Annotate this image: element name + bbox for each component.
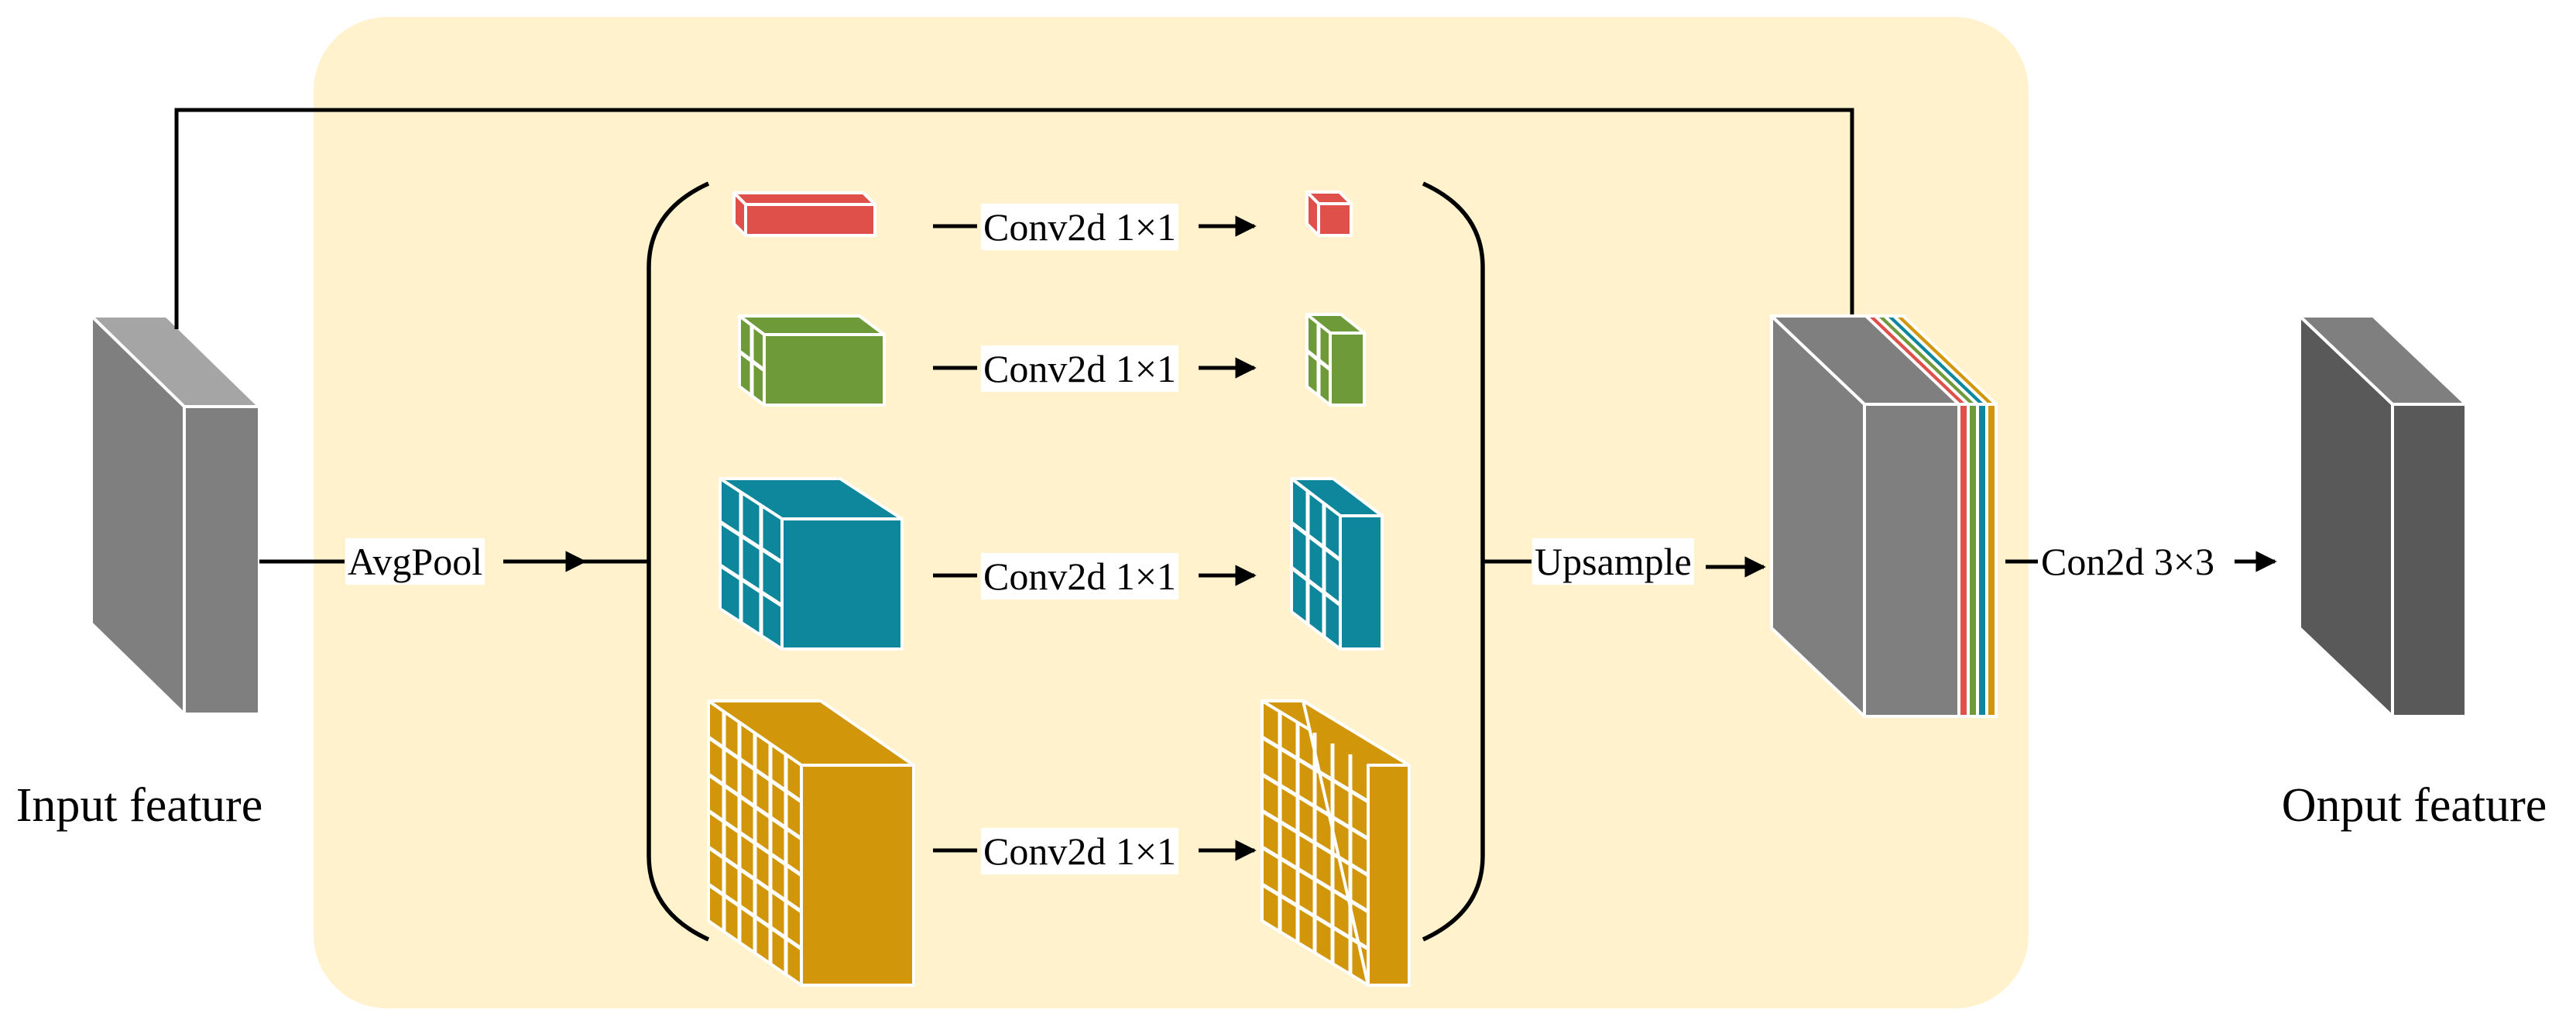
conv-row2-label: Conv2d 1×1 — [983, 347, 1176, 390]
label-background — [981, 345, 1179, 392]
output-feature-label: Onput feature — [2282, 779, 2547, 832]
conv-row1-label: Conv2d 1×1 — [983, 205, 1176, 249]
conv-row3-label: Conv2d 1×1 — [983, 555, 1176, 598]
pooled-feature-gold — [707, 699, 915, 987]
input-feature-label: Input feature — [16, 779, 262, 832]
conv-output-teal — [1290, 477, 1384, 651]
concatenated-feature-block — [1770, 314, 1998, 718]
conv-output-gold — [1261, 699, 1411, 987]
label-background — [981, 828, 1179, 874]
conv-row4-label: Conv2d 1×1 — [983, 829, 1176, 873]
avgpool-label: AvgPool — [348, 540, 482, 583]
label-background — [2039, 538, 2218, 585]
label-background — [1532, 538, 1694, 585]
label-background — [981, 204, 1179, 250]
left-bracket — [647, 181, 710, 942]
label-background — [345, 538, 485, 585]
output-feature-block — [2298, 314, 2468, 718]
pooled-feature-red — [732, 191, 876, 237]
label-background — [981, 553, 1179, 599]
skip-connection-line — [174, 108, 1863, 349]
pooled-feature-teal — [719, 477, 904, 651]
conv3x3-label: Con2d 3×3 — [2041, 540, 2214, 583]
conv-output-red — [1305, 191, 1353, 237]
upsample-label: Upsample — [1535, 540, 1692, 583]
input-feature-block — [90, 314, 261, 716]
conv-output-green — [1305, 313, 1366, 407]
pooled-feature-green — [738, 314, 886, 407]
